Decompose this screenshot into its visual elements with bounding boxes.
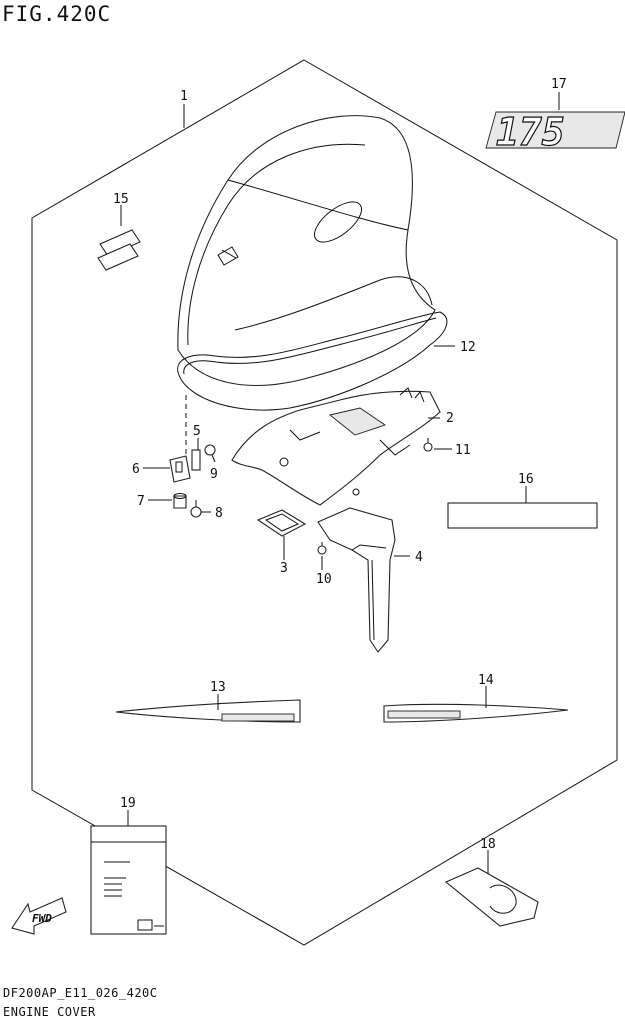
grommet-part (173, 493, 187, 509)
seal-part (177, 311, 448, 411)
figure-title: FIG.420C (2, 2, 112, 26)
fwd-arrow-text: FWD (32, 912, 52, 925)
model-decal-part: 175 (485, 109, 625, 155)
callout-17: 17 (551, 77, 567, 92)
callout-2: 2 (446, 411, 454, 426)
side-decal-left-part (115, 699, 301, 723)
assembly-boundary (31, 59, 618, 946)
callout-8: 8 (215, 506, 223, 521)
callout-16: 16 (518, 472, 534, 487)
callout-11: 11 (455, 443, 471, 458)
duct-seal-part (256, 509, 307, 537)
callout-18: 18 (480, 837, 496, 852)
callout-19: 19 (120, 796, 136, 811)
caution-label-part (447, 502, 598, 529)
emblem-part (97, 229, 141, 271)
owners-manual-part (90, 825, 167, 935)
callout-10: 10 (316, 572, 332, 587)
callout-13: 13 (210, 680, 226, 695)
callout-15: 15 (113, 192, 129, 207)
callouts: 1 2 3 4 5 6 7 8 9 10 11 12 13 14 15 16 1… (113, 77, 567, 852)
figure-name: ENGINE COVER (3, 1005, 96, 1019)
callout-9: 9 (210, 467, 218, 482)
engine-cover-part (177, 115, 436, 386)
latch-part (169, 455, 191, 483)
callout-5: 5 (193, 424, 201, 439)
callout-1: 1 (180, 89, 188, 104)
bolt-8-part (190, 500, 202, 518)
tool-bag-part (444, 867, 539, 927)
callout-4: 4 (415, 550, 423, 565)
lower-frame-part (231, 387, 441, 506)
callout-3: 3 (280, 561, 288, 576)
screw-9-part (204, 444, 216, 456)
callout-14: 14 (478, 673, 494, 688)
bracket-part (191, 449, 201, 471)
fwd-arrow-icon: FWD (11, 897, 67, 935)
figure-code: DF200AP_E11_026_420C (3, 986, 158, 1000)
model-decal-text: 175 (496, 110, 565, 154)
callout-6: 6 (132, 462, 140, 477)
callout-7: 7 (137, 494, 145, 509)
bolt-10-part (317, 542, 327, 555)
screw-11-part (423, 438, 433, 452)
callout-12: 12 (460, 340, 476, 355)
side-decal-right-part (383, 703, 569, 723)
air-duct-part (317, 507, 396, 653)
